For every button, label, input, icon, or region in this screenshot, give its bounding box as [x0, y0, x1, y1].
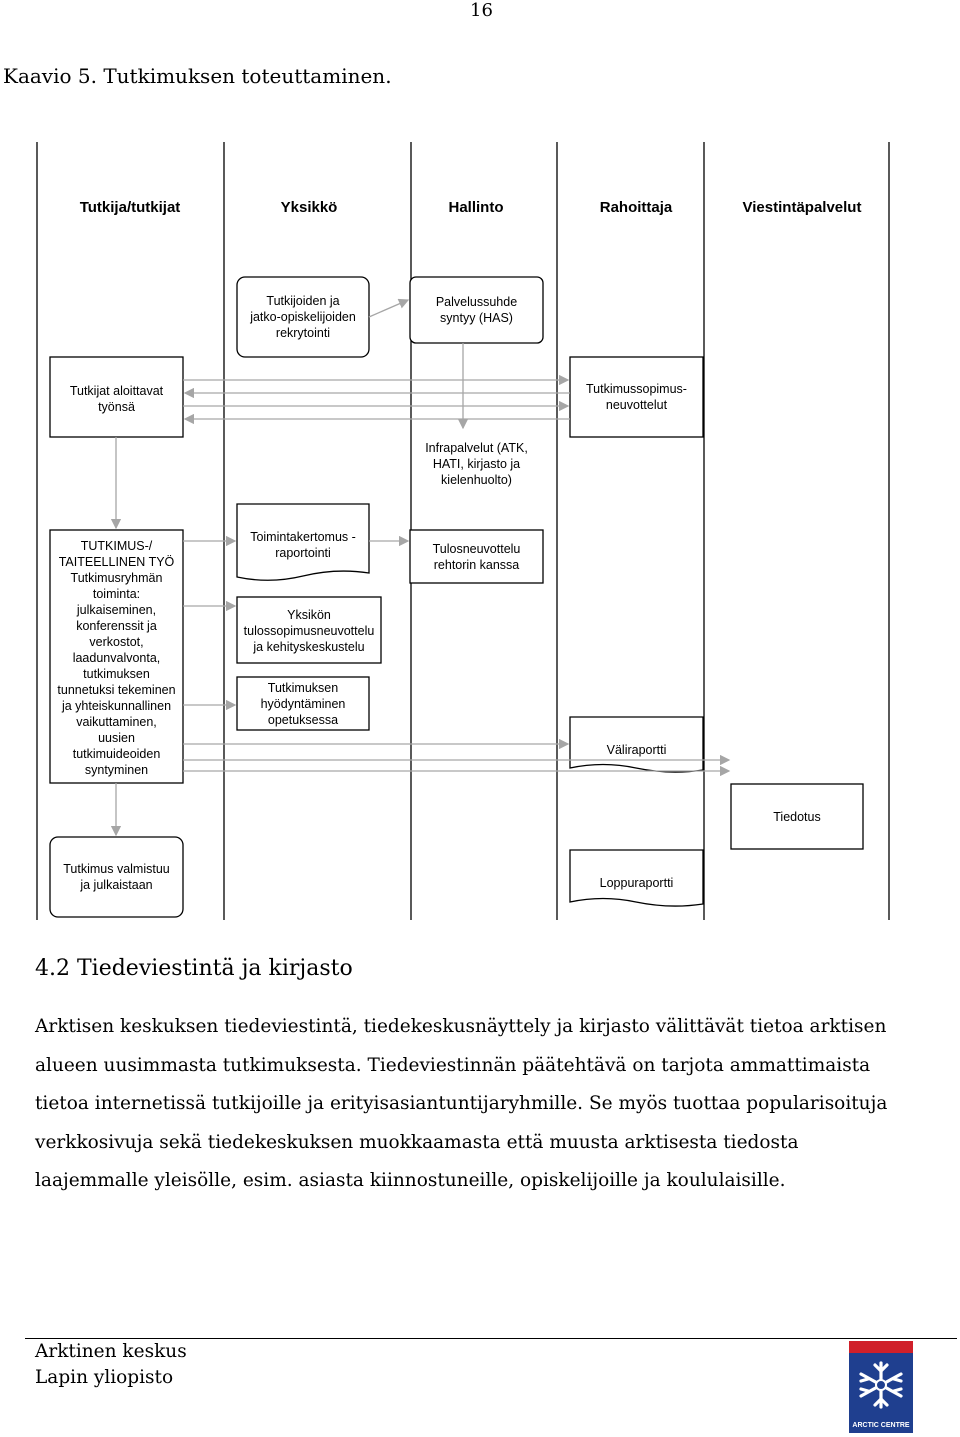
announcement-box — [730, 783, 864, 850]
employment-box — [409, 276, 544, 344]
node-announcement: Tiedotus — [773, 809, 821, 824]
research-work-box — [49, 529, 184, 784]
activity-report-box — [236, 503, 370, 581]
lane-header-unit: Yksikkö — [280, 199, 338, 216]
final-report-box — [569, 849, 704, 907]
arctic-centre-logo: ARCTIC CENTRE — [849, 1341, 913, 1433]
unit-agreement-box — [236, 596, 382, 664]
result-negotiation-box — [409, 529, 544, 584]
node-contract-negotiations: Tutkimussopimus-neuvottelut — [586, 382, 687, 412]
contract-negotiations-box — [569, 356, 704, 438]
svg-text:ARCTIC CENTRE: ARCTIC CENTRE — [852, 1422, 909, 1429]
footer-organization: Arktinen keskus — [35, 1341, 187, 1362]
research-done-box — [49, 836, 184, 918]
body-paragraph: Arktisen keskuksen tiedeviestintä, tiede… — [35, 1016, 888, 1192]
node-activity-report: Toimintakertomus -raportointi — [250, 530, 356, 560]
lane-header-researchers: Tutkija/tutkijat — [79, 199, 181, 216]
lane-header-administration: Hallinto — [448, 199, 504, 216]
page-number: 16 — [470, 0, 493, 21]
node-final-report: Loppuraportti — [599, 876, 674, 890]
footer-university: Lapin yliopisto — [35, 1367, 174, 1388]
lane-header-funder: Rahoittaja — [599, 199, 673, 216]
figure-caption: Kaavio 5. Tutkimuksen toteuttaminen. — [3, 64, 392, 88]
process-diagram — [36, 142, 890, 920]
utilization-box — [236, 676, 370, 731]
start-work-box — [49, 356, 184, 438]
footer-divider — [25, 1338, 957, 1339]
section-heading: 4.2 Tiedeviestintä ja kirjasto — [35, 956, 353, 981]
node-interim-report: Väliraportti — [606, 743, 667, 757]
lane-header-communications: Viestintäpalvelut — [742, 199, 862, 216]
lane-dividers — [36, 142, 890, 920]
